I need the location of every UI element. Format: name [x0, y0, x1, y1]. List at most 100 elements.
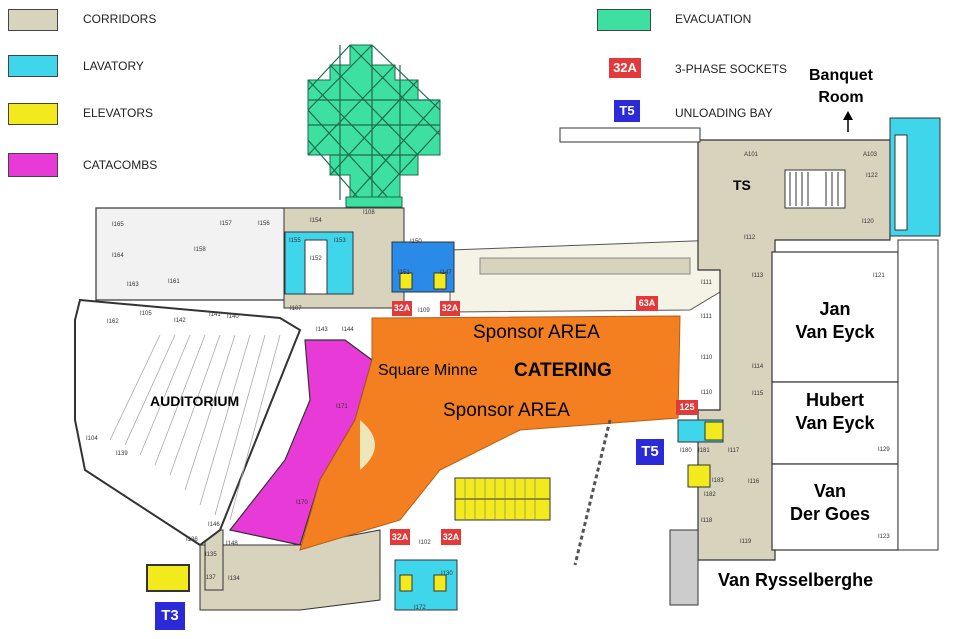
legend-catacombs-label: CATACOMBS: [83, 158, 158, 172]
room-number: I143: [316, 327, 328, 333]
hubert-line2: Van Eyck: [795, 413, 875, 433]
legend-bay-badge: T5: [614, 100, 640, 122]
legend-evacuation-label: EVACUATION: [675, 12, 752, 26]
room-number: I170: [296, 500, 308, 506]
room-number: I119: [740, 539, 752, 545]
hubert-line1: Hubert: [806, 390, 864, 410]
room-number: I142: [174, 318, 186, 324]
room-number: I117: [728, 448, 740, 454]
catering-label: CATERING: [514, 360, 612, 381]
socket-badge-63a: 63A: [636, 296, 658, 311]
room-number: I152: [310, 256, 322, 262]
room-number: I114: [752, 364, 764, 370]
room-number: I134: [228, 576, 240, 582]
socket-badge-125: 125: [676, 400, 698, 415]
room-number: I105: [140, 311, 152, 317]
room-number: I171: [336, 404, 348, 410]
room-number: I157: [220, 221, 232, 227]
room-number: I153: [334, 238, 346, 244]
legend-unloading-label: UNLOADING BAY: [675, 106, 773, 120]
room-number: A101: [744, 152, 759, 158]
square-minne-label: Square Minne: [378, 362, 478, 379]
legend-corridors-swatch: [8, 9, 58, 31]
room-number: I144: [342, 327, 354, 333]
room-jan-van-eyck[interactable]: Jan Van Eyck: [772, 298, 898, 344]
room-number: I161: [168, 279, 180, 285]
sponsor-area-bottom: Sponsor AREA: [443, 400, 570, 421]
room-number: I109: [418, 308, 430, 314]
evacuation-zone: [307, 44, 441, 208]
room-number: I155: [289, 238, 301, 244]
socket-badge-right-bottom: 32A: [441, 529, 461, 545]
room-number: I163: [127, 282, 139, 288]
ts-stairs: [784, 169, 846, 209]
vdg-line1: Van: [813, 481, 847, 501]
stair-block: [669, 529, 699, 606]
socket-badge-left-top: 32A: [392, 301, 412, 316]
legend-lavatory-swatch: [8, 55, 58, 77]
room-number: I112: [744, 235, 756, 241]
legend-corridors-label: CORRIDORS: [83, 12, 157, 26]
room-number: I113: [752, 273, 764, 279]
room-number: I150: [410, 239, 422, 245]
legend-evacuation-swatch: [597, 9, 651, 31]
catering-zone: [299, 315, 681, 551]
sponsor-area-top: Sponsor AREA: [473, 322, 600, 343]
auditorium-shape: [74, 298, 302, 547]
room-number: I148: [226, 541, 238, 547]
room-number: I115: [752, 391, 764, 397]
glass-wall: [573, 419, 612, 566]
room-van-der-goes[interactable]: Van Der Goes: [772, 480, 888, 526]
elevator-blocks: [146, 272, 724, 592]
legend-socket-badge: 32A: [609, 58, 641, 78]
banquet-line2: Room: [818, 89, 864, 106]
catacombs-zone: [228, 339, 373, 546]
room-number: I116: [748, 479, 760, 485]
banquet-room-label: Banquet Room: [798, 65, 884, 109]
room-number: I137: [204, 575, 216, 581]
room-number: I172: [414, 605, 426, 611]
escalator: [454, 477, 551, 521]
room-number: I108: [363, 210, 375, 216]
auditorium-label: AUDITORIUM: [150, 393, 240, 409]
socket-badge-left-bottom: 32A: [390, 529, 410, 545]
vdg-line2: Der Goes: [789, 504, 871, 524]
legend-elevators-label: ELEVATORS: [83, 106, 154, 120]
banquet-line1: Banquet: [809, 67, 873, 84]
room-van-rysselberghe[interactable]: Van Rysselberghe: [718, 570, 874, 590]
room-number: I156: [258, 221, 270, 227]
room-number: I104: [86, 436, 98, 442]
room-number: I181: [698, 448, 710, 454]
room-number: I154: [310, 218, 322, 224]
room-number: I129: [878, 447, 890, 453]
unloading-bay-t5: T5: [636, 439, 664, 465]
room-number: I107: [290, 306, 302, 312]
room-number: I136: [186, 537, 198, 543]
legend-catacombs-swatch: [8, 153, 58, 177]
room-number: I118: [701, 518, 713, 524]
room-number: I165: [112, 222, 124, 228]
room-number: I141: [209, 312, 221, 318]
legend-lavatory-label: LAVATORY: [83, 59, 144, 73]
room-number: I180: [680, 448, 692, 454]
room-number: I183: [712, 478, 724, 484]
room-number: I140: [227, 314, 239, 320]
room-number: A103: [863, 152, 878, 158]
legend-sockets-label: 3-PHASE SOCKETS: [675, 62, 788, 76]
room-number: I111: [701, 314, 712, 320]
room-hubert-van-eyck[interactable]: Hubert Van Eyck: [772, 389, 898, 435]
room-number: I120: [862, 219, 874, 225]
room-number: I123: [878, 534, 890, 540]
room-number: I110: [701, 390, 713, 396]
meeting-rooms: [771, 239, 939, 551]
jan-line2: Van Eyck: [795, 322, 875, 342]
room-number: I162: [107, 319, 119, 325]
room-number: I111: [701, 280, 712, 286]
room-number: I130: [441, 571, 453, 577]
room-number: I158: [194, 247, 206, 253]
banquet-arrow-icon: [843, 111, 853, 132]
room-number: I135: [205, 552, 217, 558]
unloading-bay-t3: T3: [155, 602, 185, 630]
room-number: I147: [440, 270, 452, 276]
